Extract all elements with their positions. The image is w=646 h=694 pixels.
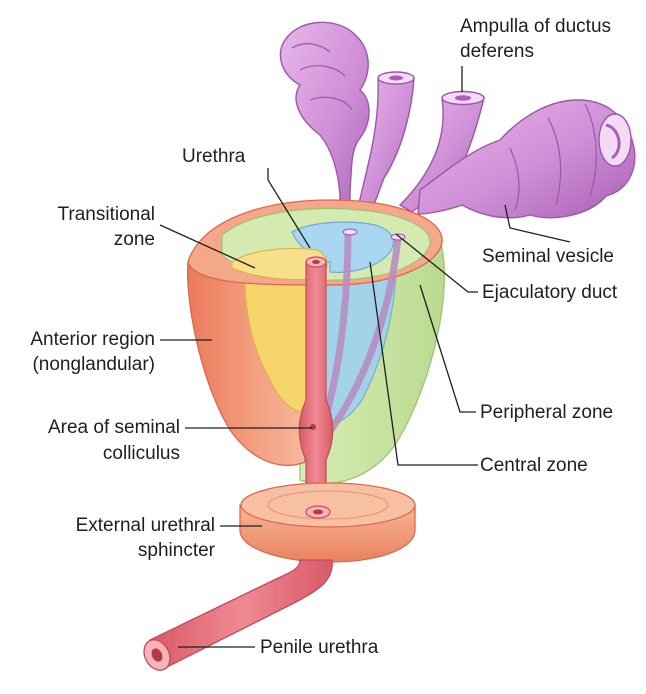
- left-ampulla-of-ductus-deferens: [279, 21, 370, 233]
- label-penile-urethra: Penile urethra: [260, 637, 379, 658]
- label-central-zone: Central zone: [480, 455, 588, 476]
- label-colliculus-line2: colliculus: [103, 443, 180, 464]
- ejaculatory-duct-b: [319, 235, 402, 445]
- label-anterior-line1: Anterior region: [30, 329, 155, 350]
- label-transitional-line2: zone: [114, 229, 155, 250]
- ductus-deferens-right: [398, 90, 485, 213]
- label-anterior-line2: (nonglandular): [32, 354, 155, 375]
- label-sphincter-line1: External urethral: [76, 515, 215, 536]
- label-peripheral-zone: Peripheral zone: [480, 402, 613, 423]
- label-ampulla-line1: Ampulla of ductus: [460, 16, 611, 37]
- seminal-vesicle-right: [417, 99, 636, 219]
- label-ejaculatory-duct: Ejaculatory duct: [482, 282, 618, 303]
- label-sphincter-line2: sphincter: [138, 540, 216, 561]
- label-ampulla-line2: deferens: [460, 41, 534, 62]
- leader-lines: [159, 66, 571, 648]
- label-seminal-vesicle: Seminal vesicle: [482, 246, 614, 267]
- seminal-colliculus-mark: [310, 424, 316, 430]
- external-urethral-sphincter: [239, 482, 416, 563]
- label-transitional-line1: Transitional: [57, 204, 155, 225]
- label-urethra: Urethra: [182, 146, 246, 167]
- penile-urethra-tube: [149, 559, 333, 669]
- label-colliculus-line1: Area of seminal: [48, 417, 180, 438]
- ductus-deferens-left: [357, 71, 415, 211]
